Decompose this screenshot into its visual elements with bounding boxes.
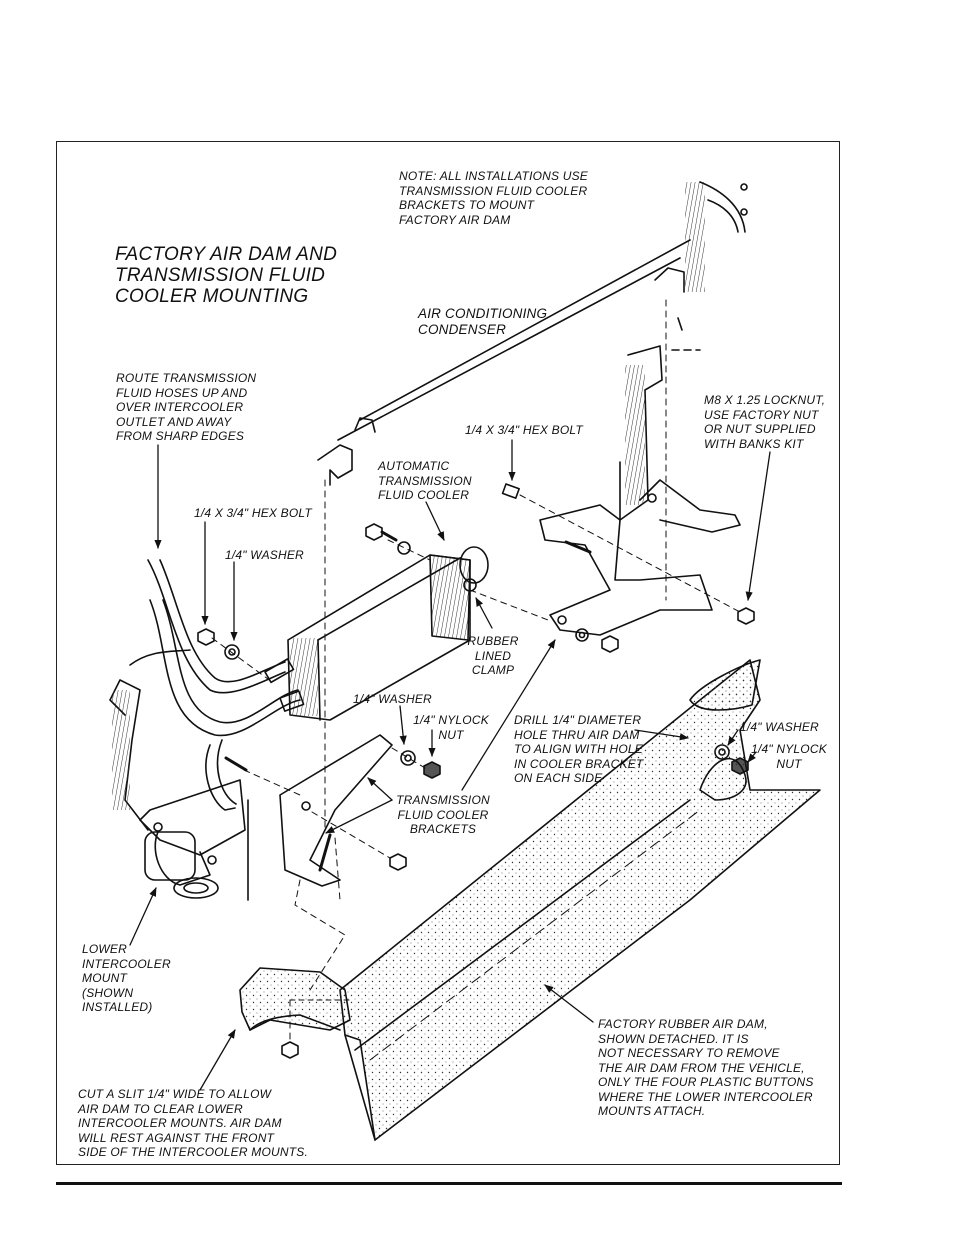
drill-hole-label: DRILL 1/4" DIAMETER HOLE THRU AIR DAM TO… [514, 713, 644, 785]
ac-condenser [317, 181, 748, 486]
right-cooler-bracket [539, 504, 713, 636]
washer-left-label: 1/4" WASHER [225, 548, 304, 562]
nylock-mid-label: 1/4" NYLOCK NUT [413, 713, 489, 742]
nylock-right-label: 1/4" NYLOCK NUT [751, 742, 827, 771]
cut-slit-label: CUT A SLIT 1/4" WIDE TO ALLOW AIR DAM TO… [78, 1087, 308, 1159]
ac-condenser-label: AIR CONDITIONING CONDENSER [418, 306, 548, 337]
washer-mid-label: 1/4" WASHER [353, 692, 432, 706]
locknut-label: M8 x 1.25 LOCKNUT, USE FACTORY NUT OR NU… [704, 393, 826, 451]
hex-bolt-left-label: 1/4 x 3/4" HEX BOLT [194, 506, 312, 520]
auto-cooler-label: AUTOMATIC TRANSMISSION FLUID COOLER [378, 459, 472, 502]
diagram-title: FACTORY AIR DAM AND TRANSMISSION FLUID C… [115, 244, 338, 307]
air-dam-label: FACTORY RUBBER AIR DAM, SHOWN DETACHED. … [598, 1017, 814, 1118]
leader-arrows [129, 439, 771, 1091]
washer-right-label: 1/4" WASHER [740, 720, 819, 734]
transmission-fluid-cooler [287, 546, 489, 721]
note-label: NOTE: ALL INSTALLATIONS USE TRANSMISSION… [399, 169, 589, 227]
left-cooler-bracket [279, 734, 393, 887]
footer-rule [56, 1182, 842, 1185]
route-hoses-label: ROUTE TRANSMISSION FLUID HOSES UP AND OV… [116, 371, 257, 443]
factory-rubber-air-dam [239, 659, 821, 1141]
lower-mount-label: LOWER INTERCOOLER MOUNT (SHOWN INSTALLED… [82, 942, 171, 1014]
rubber-clamp-label: RUBBER LINED CLAMP [467, 634, 519, 677]
fluid-hoses [147, 559, 305, 737]
hex-bolt-right-label: 1/4 x 3/4" HEX BOLT [465, 423, 583, 437]
alignment-lines [211, 299, 741, 1041]
lower-intercooler-mount [109, 649, 249, 901]
diagram-frame [56, 141, 840, 1165]
cooler-brackets-label: TRANSMISSION FLUID COOLER BRACKETS [396, 793, 490, 836]
